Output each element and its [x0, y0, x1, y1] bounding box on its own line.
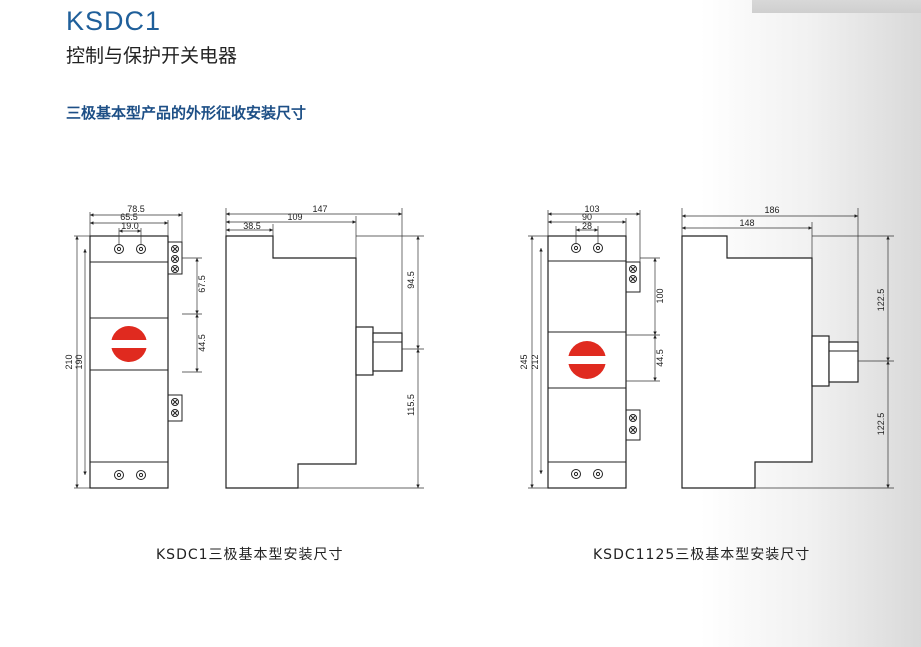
page-subtitle: 控制与保护开关电器 [66, 45, 238, 67]
dim-label: 19.0 [121, 221, 139, 231]
mount-hole-icon [571, 469, 581, 479]
dim-label: 122.5 [876, 413, 886, 436]
rotary-handle-icon [568, 341, 606, 379]
dim-label: 245 [519, 354, 529, 369]
dim-label: 90 [582, 212, 592, 222]
dim-label: 44.5 [655, 349, 665, 367]
dim-label: 65.5 [120, 212, 138, 222]
right-front-view: 103 90 28 245 212 100 44.5 [519, 204, 665, 489]
mount-hole-icon [136, 470, 146, 480]
figure-caption-left: KSDC1三极基本型安装尺寸 [156, 547, 344, 563]
dim-label: 44.5 [197, 334, 207, 352]
section-heading: 三极基本型产品的外形征收安装尺寸 [66, 104, 307, 122]
dim-label: 190 [74, 354, 84, 369]
dim-label: 67.5 [197, 275, 207, 293]
page-title: KSDC1 [66, 6, 162, 36]
dim-label: 28 [582, 221, 592, 231]
dim-label: 94.5 [406, 271, 416, 289]
dim-label: 210 [64, 354, 74, 369]
left-side-body [225, 235, 357, 489]
terminal-icon [629, 265, 637, 283]
dim-label: 212 [530, 354, 540, 369]
rotary-handle-icon [111, 326, 147, 362]
dim-label: 147 [312, 204, 327, 214]
figure-caption-right: KSDC1125三极基本型安装尺寸 [593, 547, 811, 563]
dim-label: 109 [287, 212, 302, 222]
dim-label: 122.5 [876, 289, 886, 312]
terminal-icon [171, 398, 179, 417]
right-side-view: 186 148 122.5 122.5 [681, 205, 894, 489]
terminal-icon [629, 414, 637, 434]
left-front-view: 78.5 65.5 19.0 210 190 67.5 44.5 [64, 204, 207, 489]
dim-label: 103 [584, 204, 599, 214]
dim-label: 115.5 [406, 394, 416, 416]
mount-hole-icon [593, 469, 603, 479]
mount-hole-icon [136, 244, 146, 254]
mount-hole-icon [114, 470, 124, 480]
mount-hole-icon [593, 243, 603, 253]
window-corner-tab [752, 0, 921, 13]
mount-hole-icon [571, 243, 581, 253]
left-side-view: 147 109 38.5 94.5 115.5 [225, 204, 424, 489]
dim-label: 148 [739, 218, 754, 228]
dim-label: 38.5 [243, 221, 261, 231]
dim-label: 78.5 [127, 204, 145, 214]
dim-label: 100 [655, 288, 665, 303]
dim-label: 186 [764, 205, 779, 215]
mount-hole-icon [114, 244, 124, 254]
terminal-icon [171, 245, 179, 273]
right-side-body [681, 235, 813, 489]
